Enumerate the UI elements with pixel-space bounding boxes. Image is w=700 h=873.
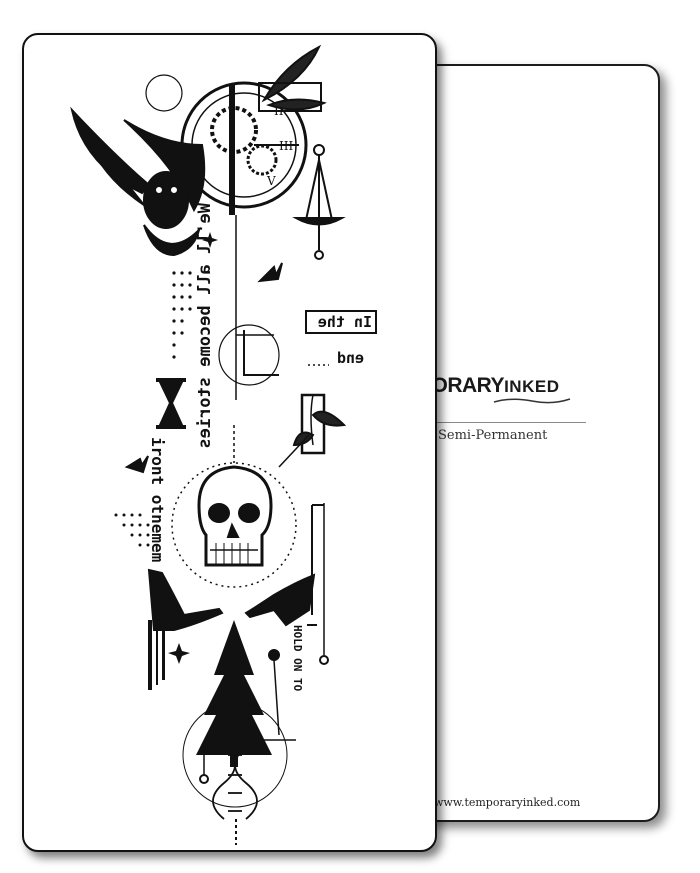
quote-box-group: In the	[318, 313, 372, 331]
divider	[436, 422, 586, 423]
brand-swash-icon	[493, 398, 571, 404]
circuit-lines	[307, 503, 329, 665]
hand-icon	[147, 568, 316, 631]
brand-part1: PORARY	[420, 374, 505, 397]
brand-logo: PORARYINKED	[420, 374, 560, 398]
quote-end: end	[337, 349, 364, 367]
tattoo-artwork: III V II	[70, 44, 377, 845]
quote-box: In the	[318, 313, 372, 331]
front-card: III V II	[22, 33, 437, 852]
svg-text:III: III	[279, 139, 293, 153]
star-icon	[168, 643, 190, 664]
owl-icon	[70, 106, 206, 257]
quote-vertical: We'll all become stories	[195, 203, 215, 449]
bird-icon	[124, 455, 149, 474]
brand-part2: INKED	[504, 377, 560, 396]
star-icon	[202, 232, 218, 248]
subtitle: Semi-Permanent	[438, 428, 548, 443]
side-text: HOLD ON TO	[291, 625, 304, 692]
tree-icon	[196, 620, 272, 767]
plant-icon	[278, 393, 347, 468]
back-card: PORARYINKED Semi-Permanent www.temporary…	[420, 64, 660, 822]
bird-icon	[257, 262, 283, 283]
quote-vertical-group: We'll all become stories	[195, 203, 215, 449]
side-text-group: HOLD ON TO	[291, 625, 304, 692]
quote-mirror-group: iront otnemem	[148, 437, 167, 563]
quote-end-group: end	[337, 349, 364, 367]
dot-grid	[114, 271, 192, 547]
website-link: www.temporaryinked.com	[434, 796, 581, 809]
quote-mirror: iront otnemem	[148, 437, 167, 563]
svg-text:V: V	[266, 174, 276, 188]
skull-icon	[171, 425, 297, 588]
bar-lines	[148, 595, 165, 690]
hourglass-icon	[156, 378, 186, 429]
leaf-icon	[258, 44, 327, 112]
scales-icon	[292, 144, 346, 260]
dna-icon	[182, 702, 288, 820]
